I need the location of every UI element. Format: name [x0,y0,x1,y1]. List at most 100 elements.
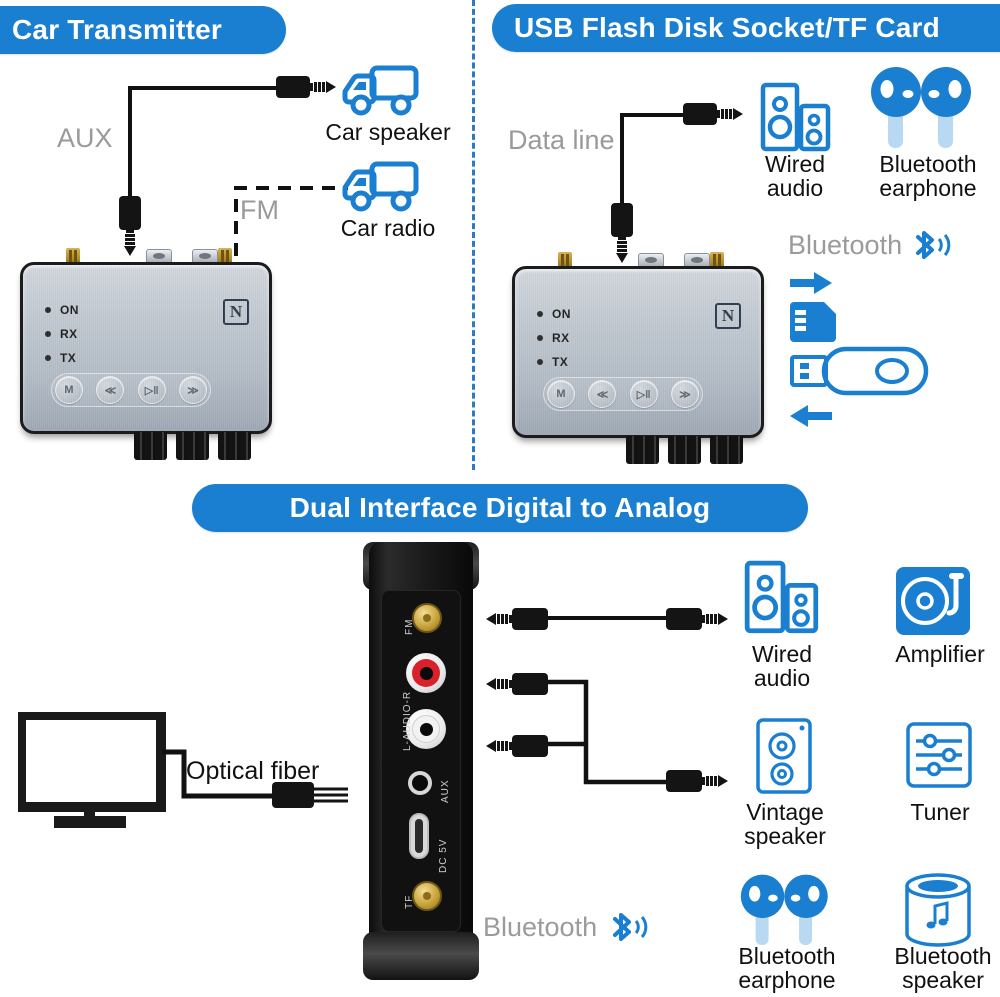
led-tx-label: TX [552,355,569,369]
earbuds-icon [868,64,978,156]
rca-audio-port-label: L-AUDIO-R [402,690,413,751]
cable2-upper-tip [484,676,512,692]
usb-flash-drive-icon [790,345,930,397]
car-speaker-label: Car speaker [325,119,451,145]
device-button-strip: M ≪ ▷‖ ≫ [51,373,211,407]
bluetooth-label: Bluetooth [483,912,598,942]
bottom-port [626,436,659,464]
wired-audio-label-line1: Wired [764,151,826,177]
bottom-port [668,436,701,464]
led-rx: RX [45,325,79,343]
vintage-speaker-label: Vintage speaker [720,800,850,849]
device-body: ON RX TX N M ≪ ▷‖ ≫ [20,262,272,434]
cable1-right-tip [702,611,730,627]
wired-speaker-icon [744,560,820,636]
device-button-strip: M ≪ ▷‖ ≫ [543,377,703,411]
vintage-speaker-line2: speaker [744,823,826,850]
wired-audio-label-line2: audio [766,175,824,202]
antenna-connector-right [710,252,724,270]
wired-audio-line2: audio [753,665,811,692]
led-tx-label: TX [60,351,77,365]
led-dot-icon [537,335,543,341]
rca-audio-port-right [406,653,446,693]
next-button[interactable]: ≫ [670,380,699,408]
bluetooth-speaker-label: Bluetooth speaker [878,944,1000,993]
data-line-label: Data line [508,125,615,155]
led-indicator-group: ON RX TX [45,301,79,373]
amplifier-icon [895,566,971,636]
bottom-port [134,432,167,460]
vintage-speaker-line1: Vintage [746,799,824,825]
fm-antenna-port [412,603,442,633]
amplifier-label: Amplifier [895,641,985,667]
cable2-y-wire [548,679,666,785]
bluetooth-icon [605,910,651,946]
bottom-port [218,432,251,460]
play-pause-button[interactable]: ▷‖ [629,380,658,408]
tuner-label: Tuner [910,799,970,825]
data-plug-down-body [611,203,633,237]
aux-port [408,771,432,795]
bluetooth-earphone-label: Bluetooth earphone [858,152,998,201]
optical-plug-tip [314,786,350,804]
cable2-out-tip [702,773,730,789]
aux-plug-right-body [276,76,310,98]
bt-earphone-line2: earphone [738,967,836,994]
cable2-lower-tip [484,738,512,754]
fm-antenna-port-label: FM [404,618,415,635]
nfc-label: N [721,306,735,325]
play-pause-button[interactable]: ▷‖ [137,376,166,404]
data-line-horizontal [620,113,692,117]
dac-bottom-cap [363,932,479,980]
led-tx: TX [45,349,79,367]
previous-button[interactable]: ≪ [588,380,617,408]
bt-earphone-label-line1: Bluetooth [879,151,977,177]
led-rx: RX [537,329,571,347]
cable2-lower-body [512,735,548,757]
vintage-speaker-icon [756,718,812,794]
led-on: ON [537,305,571,323]
tuner-icon [906,722,972,788]
banner-usb-flash-disk: USB Flash Disk Socket/TF Card [492,4,1000,52]
wired-audio-line1: Wired [751,641,813,667]
previous-button[interactable]: ≪ [96,376,125,404]
aux-plug-right-tip [310,79,340,95]
arrow-left-icon [790,405,832,427]
antenna-connector-left [66,248,80,266]
optical-plug-body [272,782,314,808]
tv-icon [18,712,180,828]
tf-antenna-port-label: TF [404,894,415,909]
earbuds-icon [734,872,838,952]
bluetooth-receiver-device: ON RX TX N M ≪ ▷‖ ≫ [20,248,272,460]
mode-button[interactable]: M [547,380,575,408]
bluetooth-earphone-label: Bluetooth earphone [712,944,862,993]
dac-port-face: FM L-AUDIO-R AUX DC 5V TF [381,590,461,932]
bluetooth-receiver-device: ON RX TX N M ≪ ▷‖ ≫ [512,252,764,464]
aux-cable-vertical [128,86,132,198]
led-dot-icon [537,359,543,365]
mode-button[interactable]: M [55,376,83,404]
cable1-right-body [666,608,702,630]
aux-cable-horizontal [128,86,286,90]
next-button[interactable]: ≫ [178,376,207,404]
aux-cable-label: AUX [57,123,113,153]
bt-speaker-line1: Bluetooth [894,943,992,969]
banner-car-transmitter-label: Car Transmitter [12,14,222,45]
led-rx-label: RX [60,327,78,341]
data-plug-right-body [683,103,717,125]
bluetooth-label: Bluetooth [788,230,903,260]
arrow-right-icon [790,272,832,294]
antenna-connector-left [558,252,572,270]
truck-icon [342,62,420,118]
led-on-label: ON [552,307,571,321]
dac-device: FM L-AUDIO-R AUX DC 5V TF [355,542,487,980]
optical-fiber-cable [162,749,276,799]
led-dot-icon [537,311,543,317]
device-body: ON RX TX N M ≪ ▷‖ ≫ [512,266,764,438]
led-indicator-group: ON RX TX [537,305,571,377]
tf-antenna-port [412,881,442,911]
wired-speaker-icon [760,82,832,154]
nfc-icon: N [715,303,741,329]
nfc-icon: N [223,299,249,325]
